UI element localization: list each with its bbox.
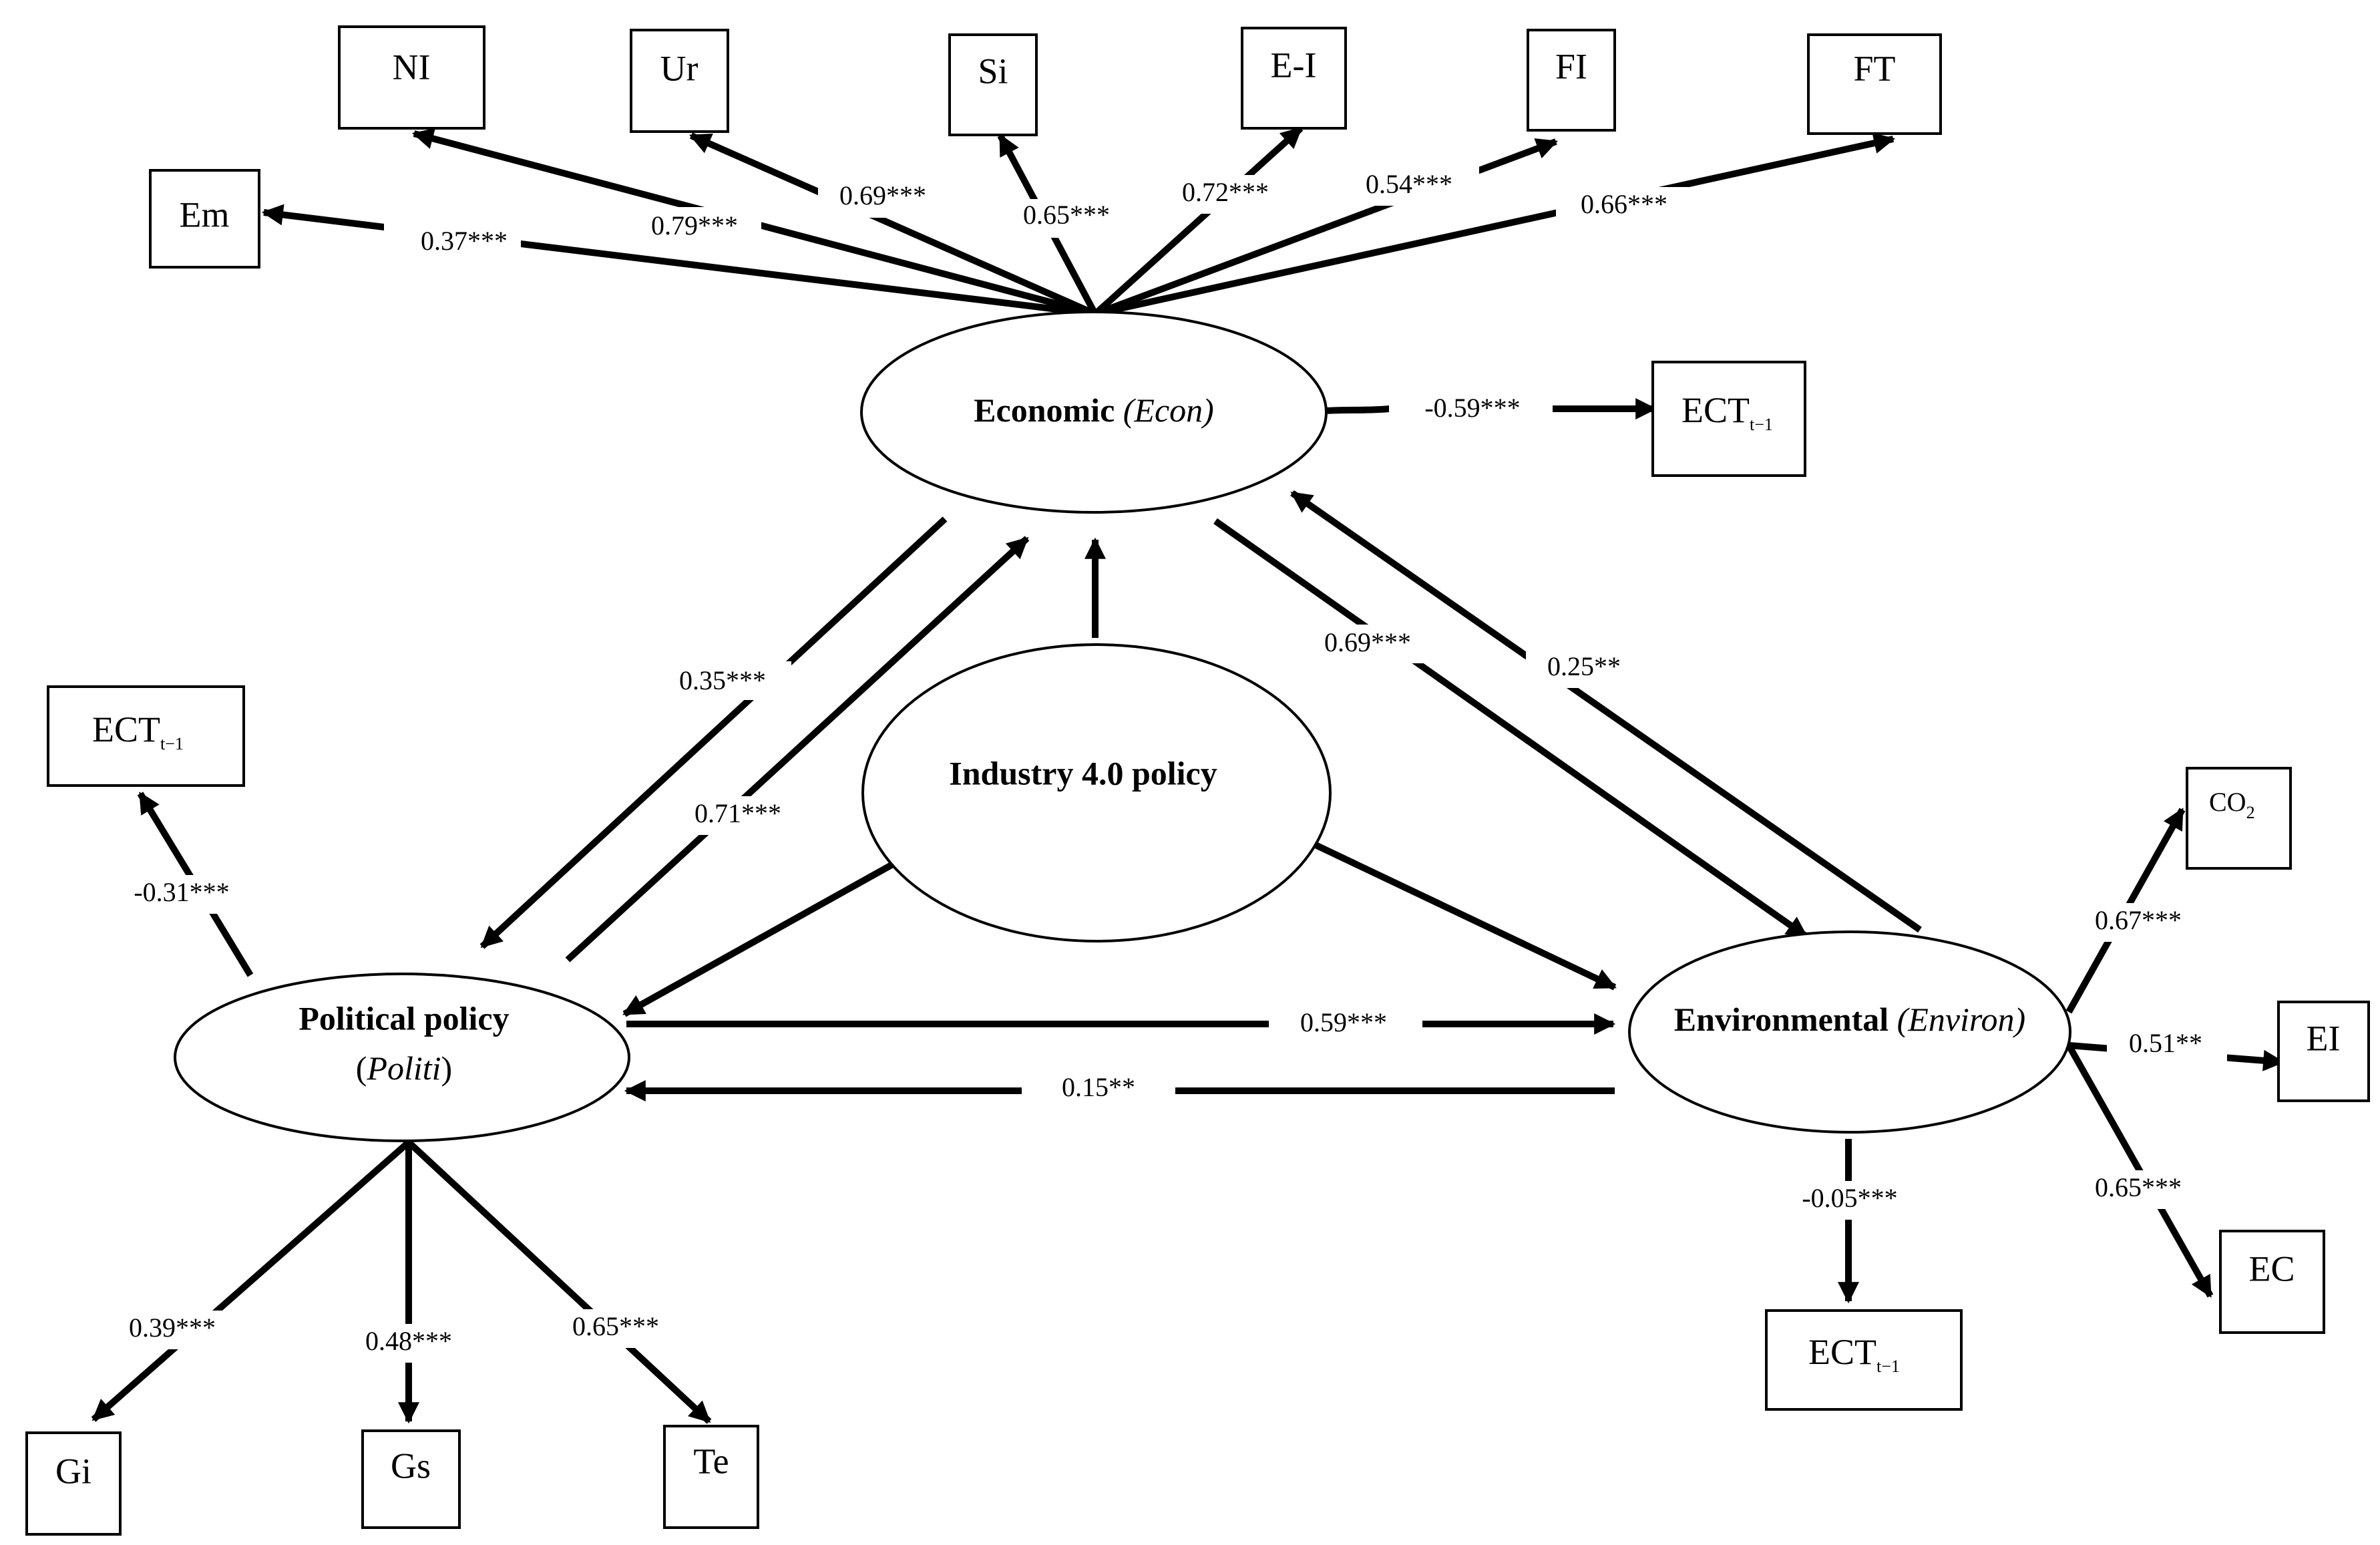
indicator-ect-econ: ECTt−1 [1651,361,1806,477]
ect-environ-label: ECT [1808,1332,1876,1372]
ect-politi-label: ECT [92,709,160,749]
indicator-gi: Gi [25,1431,122,1536]
svg-text:(Politi): (Politi) [356,1049,452,1087]
latent-environmental: Environmental (Environ) [1628,930,2071,1134]
edge-politi-te [406,1140,712,1424]
edge-econ-ect [1325,397,1657,420]
edge-industry-to-politi [622,862,894,1017]
svg-text:ECTt−1: ECTt−1 [92,709,184,753]
edge-industry-to-environ [1314,842,1617,991]
coef-em: 0.37*** [421,226,508,256]
coef-environ-ect: -0.05*** [1802,1183,1897,1213]
political-label: Political policy [299,999,509,1037]
coef-gs: 0.48*** [365,1326,452,1356]
coef-gi: 0.39*** [129,1313,216,1343]
ect-politi-subscript: t−1 [160,734,184,753]
indicator-ni-label: NI [393,47,431,87]
political-abbr: Politi [366,1049,441,1087]
economic-abbr: Econ [1133,391,1203,429]
ect-econ-label: ECT [1681,390,1750,430]
coef-ur: 0.69*** [839,180,926,210]
indicator-em-label: Em [180,194,230,234]
coef-econ-to-politi: 0.35*** [679,665,766,695]
industry-label: Industry 4.0 policy [949,754,1217,792]
indicator-te-label: Te [693,1441,729,1481]
coef-econ-to-environ: 0.69*** [1324,627,1411,657]
svg-text:Economic (Econ): Economic (Econ) [974,391,1214,429]
indicator-gs-label: Gs [391,1445,431,1486]
co2-subscript: 2 [2246,803,2255,822]
edge-econ-ft [1094,132,1896,317]
environmental-abbr: Environ [1907,1001,2014,1038]
svg-text:Environmental (Environ): Environmental (Environ) [1674,1001,2025,1038]
indicator-ei-top: E-I [1241,27,1347,130]
coef-co2: 0.67*** [2095,905,2182,935]
edge-politi-to-econ [565,536,1030,963]
economic-label: Economic [974,391,1115,429]
coef-politi-ect: -0.31*** [134,877,229,907]
coef-econ-ect: -0.59*** [1424,393,1520,423]
latent-industry: Industry 4.0 policy [861,643,1332,942]
indicator-si-label: Si [978,51,1008,91]
latent-political: Political policy (Politi) [174,973,630,1142]
coef-fi: 0.54*** [1366,169,1452,199]
indicator-ec: EC [2219,1230,2325,1334]
indicator-ur-label: Ur [660,48,699,88]
coef-si: 0.65*** [1023,200,1110,230]
coef-politi-to-econ: 0.71*** [695,798,781,828]
ect-econ-subscript: t−1 [1750,415,1773,434]
coef-ei-right: 0.51** [2129,1028,2202,1058]
indicator-em: Em [149,169,260,269]
coef-ec: 0.65*** [2095,1172,2182,1202]
edge-econ-ei-top [1093,126,1304,317]
indicator-ec-label: EC [2248,1248,2295,1289]
indicator-ur: Ur [630,29,729,133]
co2-label: CO [2209,787,2246,817]
indicator-co2: CO2 [2186,767,2292,870]
latent-economic: Economic (Econ) [860,311,1328,514]
indicator-si: Si [948,33,1038,136]
coef-ft: 0.66*** [1581,189,1667,219]
coef-politi-to-environ: 0.59*** [1300,1007,1387,1037]
indicator-ect-environ: ECTt−1 [1765,1309,1963,1411]
environmental-label: Environmental [1674,1001,1889,1038]
indicator-ft: FT [1807,33,1942,135]
svg-text:ECTt−1: ECTt−1 [1681,390,1773,434]
coef-environ-to-politi: 0.15** [1062,1072,1135,1102]
indicator-fi-label: FI [1555,46,1587,86]
indicator-te: Te [663,1425,759,1529]
edge-environ-to-econ [1290,490,1922,933]
svg-text:CO2: CO2 [2209,787,2255,822]
ect-environ-subscript: t−1 [1876,1357,1900,1376]
svg-text:ECTt−1: ECTt−1 [1808,1332,1900,1376]
coefficient-labels: 0.37*** 0.79*** 0.69*** 0.65*** 0.72*** … [110,167,2227,1363]
edge-politi-gi [91,1140,411,1422]
edge-econ-to-politi [479,516,948,949]
coef-ei-top: 0.72*** [1182,177,1269,207]
coef-ni: 0.79*** [651,210,738,240]
indicator-ei-top-label: E-I [1271,45,1317,85]
indicator-ft-label: FT [1853,48,1895,88]
indicator-ni: NI [338,25,485,130]
indicator-ei-right-label: EI [2307,1018,2341,1058]
coef-te: 0.65*** [572,1311,659,1341]
indicator-fi: FI [1527,29,1616,132]
indicator-gs: Gs [361,1429,461,1529]
indicator-ei-right: EI [2277,1001,2370,1102]
indicator-gi-label: Gi [55,1451,91,1491]
edge-econ-to-environ [1213,518,1808,940]
edge-econ-ur [689,132,1097,317]
indicator-ect-politi: ECTt−1 [47,685,245,787]
coef-environ-to-econ: 0.25** [1547,651,1621,681]
